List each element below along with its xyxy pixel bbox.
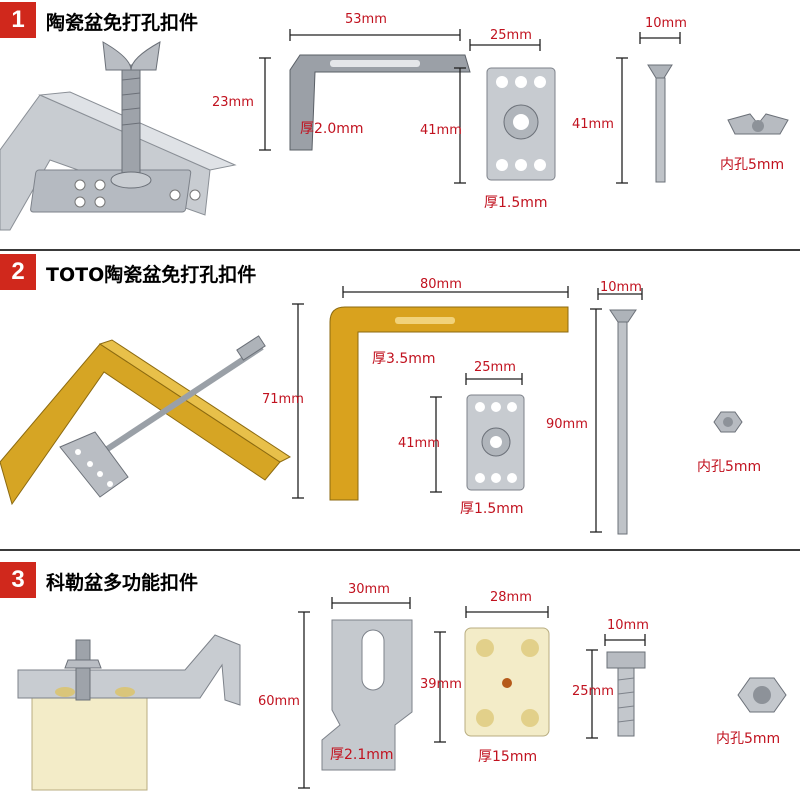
bolt-length-label: 90mm <box>546 417 588 432</box>
section-title: 科勒盆多功能扣件 <box>46 572 199 594</box>
bolt-3 <box>606 651 646 737</box>
plate-height-label: 41mm <box>420 123 462 138</box>
nut-hole-label: 内孔5mm <box>716 731 781 747</box>
section-title: TOTO陶瓷盆免打孔扣件 <box>46 264 257 286</box>
section-number: 3 <box>0 562 36 598</box>
bracket-height-label: 23mm <box>212 95 254 110</box>
hex-nut-3 <box>737 677 787 713</box>
bracket-width-label: 80mm <box>420 277 462 292</box>
section-1: 1 陶瓷盆免打孔扣件 <box>0 0 800 250</box>
dimension-lines-3 <box>298 597 646 789</box>
bolt-length-label: 25mm <box>572 684 614 699</box>
dimension-lines-1 <box>259 29 681 184</box>
section-2-illustration <box>0 286 743 535</box>
plate-height-label: 41mm <box>398 436 440 451</box>
block-height-label: 39mm <box>420 677 462 692</box>
section-number: 1 <box>0 2 36 38</box>
section-3: 3 科勒盆多功能扣件 <box>0 560 800 800</box>
section-3-illustration <box>17 597 787 791</box>
dimension-lines-2 <box>292 286 643 533</box>
section-divider <box>0 249 800 251</box>
assembled-clamp-2 <box>0 335 292 506</box>
mounting-plate-2 <box>466 394 525 491</box>
bracket-thickness-label: 厚3.5mm <box>372 351 436 367</box>
nylon-block-3 <box>464 627 550 737</box>
bolt-length-label: 41mm <box>572 117 614 132</box>
section-1-illustration <box>0 29 789 231</box>
plate-thickness-label: 厚1.5mm <box>484 195 548 211</box>
section-divider <box>0 549 800 551</box>
section-2: 2 TOTO陶瓷盆免打孔扣件 <box>0 252 800 547</box>
section-title: 陶瓷盆免打孔扣件 <box>46 12 199 34</box>
assembled-clamp-1 <box>0 41 237 231</box>
nut-hole-label: 内孔5mm <box>720 157 785 173</box>
plate-thickness-label: 厚1.5mm <box>460 501 524 517</box>
assembled-clamp-3 <box>17 634 241 791</box>
bracket-1 <box>289 54 471 151</box>
bracket-height-label: 60mm <box>258 694 300 709</box>
wing-nut-1 <box>727 113 789 135</box>
plate-width-label: 25mm <box>490 28 532 43</box>
block-thickness-label: 厚15mm <box>478 749 538 765</box>
bracket-thickness-label: 厚2.0mm <box>300 121 364 137</box>
bolt-width-label: 10mm <box>600 280 642 295</box>
bracket-2 <box>329 306 569 501</box>
bolt-2 <box>609 309 637 535</box>
bolt-width-label: 10mm <box>645 16 687 31</box>
nut-hole-label: 内孔5mm <box>697 459 762 475</box>
plate-width-label: 25mm <box>474 360 516 375</box>
bolt-width-label: 10mm <box>607 618 649 633</box>
bracket-thickness-label: 厚2.1mm <box>330 747 394 763</box>
hex-nut-2 <box>713 411 743 433</box>
block-width-label: 28mm <box>490 590 532 605</box>
bolt-1 <box>647 64 673 183</box>
section-number: 2 <box>0 254 36 290</box>
bracket-height-label: 71mm <box>262 392 304 407</box>
bracket-width-label: 53mm <box>345 12 387 27</box>
bracket-width-label: 30mm <box>348 582 390 597</box>
mounting-plate-1 <box>486 67 556 181</box>
bracket-3 <box>321 619 413 771</box>
